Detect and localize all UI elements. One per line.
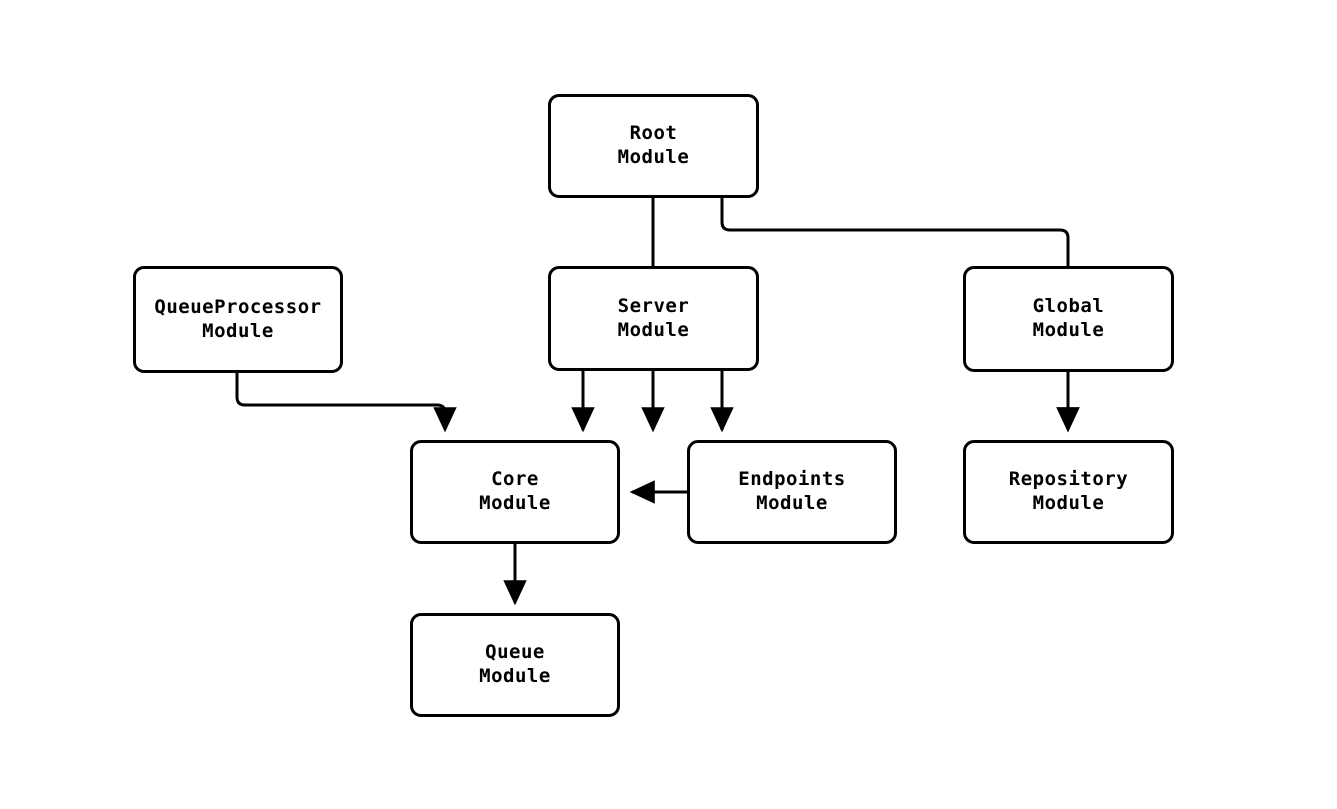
node-label-server: Server Module [617,294,690,341]
node-label-queue: Queue Module [479,641,551,687]
node-label-queueprocessor: QueueProcessor Module [154,295,322,342]
node-label-core: Core Module [479,468,551,514]
node-queueprocessor[interactable]: QueueProcessor Module [133,266,343,373]
node-label-endpoints: Endpoints Module [738,468,846,514]
node-server[interactable]: Server Module [548,266,759,371]
node-core[interactable]: Core Module [410,440,620,544]
node-global[interactable]: Global Module [963,266,1174,372]
node-label-global: Global Module [1032,295,1105,341]
node-repository[interactable]: Repository Module [963,440,1174,544]
node-label-root: Root Module [617,122,690,168]
node-endpoints[interactable]: Endpoints Module [687,440,897,544]
node-label-repository: Repository Module [1008,468,1129,514]
node-root[interactable]: Root Module [548,94,759,198]
edge-queueprocessor-to-core [235,373,457,433]
node-queue[interactable]: Queue Module [410,613,620,717]
